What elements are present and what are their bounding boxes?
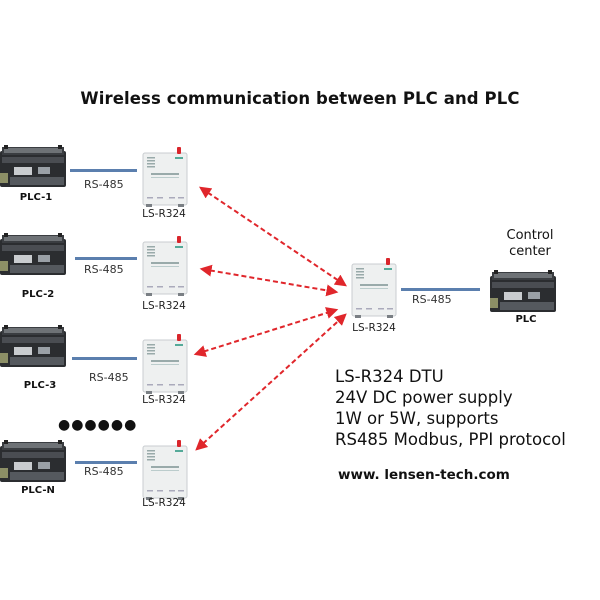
dtu-2-label: LS-R324 bbox=[142, 300, 186, 312]
control-center-line2: center bbox=[509, 244, 551, 259]
rs485-label-1: RS-485 bbox=[84, 178, 124, 191]
wire-plc-1 bbox=[70, 169, 137, 172]
control-center-plc-icon bbox=[490, 270, 556, 312]
rs485-label-2: RS-485 bbox=[84, 263, 124, 276]
plc-n-label: PLC-N bbox=[21, 485, 55, 496]
dtu-1-label: LS-R324 bbox=[142, 208, 186, 220]
more-nodes-ellipsis: ●●●●●● bbox=[58, 417, 138, 433]
plc-2-label: PLC-2 bbox=[21, 289, 55, 300]
control-center-label: Control center bbox=[498, 228, 562, 260]
dtu-n-label: LS-R324 bbox=[142, 497, 186, 509]
control-center-line1: Control bbox=[506, 228, 554, 243]
central-rs485-label: RS-485 bbox=[412, 293, 452, 306]
central-dtu-icon bbox=[351, 257, 397, 319]
wire-plc-3 bbox=[72, 357, 137, 360]
wire-plc-2 bbox=[75, 257, 137, 260]
dtu-3-label: LS-R324 bbox=[142, 394, 186, 406]
website-url: www. lensen-tech.com bbox=[338, 467, 510, 483]
dtu-2-icon bbox=[142, 235, 188, 297]
rs485-label-3: RS-485 bbox=[89, 371, 129, 384]
rs485-label-n: RS-485 bbox=[84, 465, 124, 478]
arrow-link-2 bbox=[199, 264, 339, 297]
plc-1-label: PLC-1 bbox=[19, 192, 53, 203]
plc-3-icon bbox=[0, 325, 66, 367]
wire-central bbox=[401, 288, 480, 291]
central-dtu-label: LS-R324 bbox=[352, 322, 396, 334]
wire-plc-n bbox=[75, 461, 137, 464]
spec-line-protocol: RS485 Modbus, PPI protocol bbox=[335, 430, 566, 449]
dtu-3-icon bbox=[142, 333, 188, 395]
plc-2-icon bbox=[0, 233, 66, 275]
diagram-title: Wireless communication between PLC and P… bbox=[80, 89, 520, 108]
dtu-n-icon bbox=[142, 439, 188, 501]
spec-line-model: LS-R324 DTU bbox=[335, 367, 444, 386]
plc-n-icon bbox=[0, 440, 66, 482]
dtu-1-icon bbox=[142, 146, 188, 208]
spec-block: LS-R324 DTU 24V DC power supply 1W or 5W… bbox=[335, 366, 566, 450]
control-center-plc-label: PLC bbox=[515, 314, 537, 325]
arrow-link-3 bbox=[193, 307, 339, 357]
plc-3-label: PLC-3 bbox=[23, 380, 57, 391]
spec-line-wattage: 1W or 5W, supports bbox=[335, 409, 499, 428]
plc-1-icon bbox=[0, 145, 66, 187]
spec-line-power: 24V DC power supply bbox=[335, 388, 513, 407]
arrow-link-1 bbox=[199, 186, 347, 287]
arrow-link-n bbox=[195, 313, 347, 451]
